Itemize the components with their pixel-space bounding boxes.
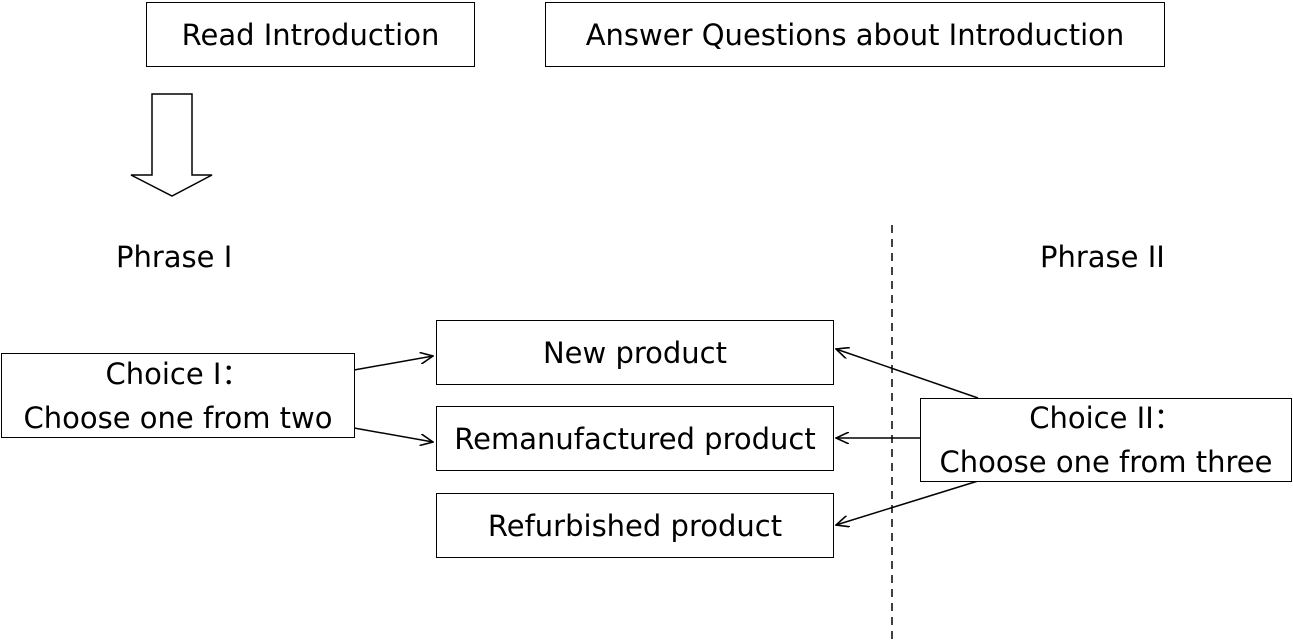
down-arrow-icon [130, 93, 213, 197]
new-product-label: New product [542, 335, 727, 370]
choice-1-box: Choice I： Choose one from two [1, 353, 355, 438]
read-introduction-label: Read Introduction [181, 17, 440, 52]
remanufactured-product-box: Remanufactured product [436, 406, 834, 471]
answer-questions-label: Answer Questions about Introduction [585, 17, 1125, 52]
arrow-choice1-to-remanufactured [353, 427, 433, 442]
read-introduction-box: Read Introduction [146, 2, 475, 67]
arrow-choice2-to-refurbished [836, 480, 979, 525]
refurbished-product-box: Refurbished product [436, 493, 834, 558]
choice-2-box: Choice II： Choose one from three [920, 398, 1292, 482]
remanufactured-product-label: Remanufactured product [454, 421, 816, 456]
choice-1-description: Choose one from two [23, 400, 333, 435]
phase-2-label: Phrase II [1040, 240, 1165, 274]
choice-2-description: Choose one from three [939, 445, 1273, 479]
choice-2-title: Choice II： [1029, 401, 1183, 435]
refurbished-product-label: Refurbished product [487, 508, 783, 543]
new-product-box: New product [436, 320, 834, 385]
phase-1-label: Phrase I [116, 240, 233, 274]
arrow-choice1-to-new [353, 356, 433, 371]
answer-questions-box: Answer Questions about Introduction [545, 2, 1165, 67]
choice-1-title: Choice I： [105, 356, 251, 391]
arrow-choice2-to-new [836, 349, 979, 399]
